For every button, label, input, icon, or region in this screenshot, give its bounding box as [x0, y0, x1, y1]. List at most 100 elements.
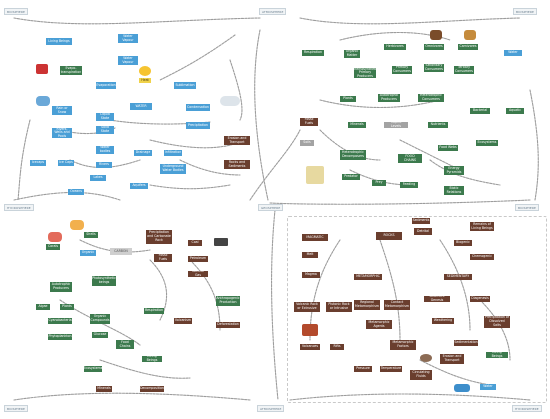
node-trophic-levels: Trophic Levels [384, 122, 408, 128]
node-infiltration: Infiltration [164, 150, 182, 156]
node-liquid-state: Liquid State [96, 113, 114, 121]
node-metamorphic: METAMORPHIC [354, 274, 382, 280]
node-organic-compounds: Organic Compounds [90, 314, 110, 324]
node-sedimentary: SEDIMENTARY [444, 274, 472, 280]
corner-label-biosphere-tr: BIOSPHERE [513, 8, 538, 16]
node-rain-snow: Rain or Snow [52, 106, 72, 115]
node-phytoplankton: Phytoplankton [48, 334, 72, 340]
node-contact-metamorphism: Contact Metamorphism [384, 300, 410, 310]
node-biotic-relations: Biotic Relations [444, 186, 464, 195]
node-food-chains: FOOD CHAINS [398, 154, 422, 163]
node-volcanoes: Volcanoes [300, 344, 320, 350]
rain-cloud-icon [36, 96, 50, 106]
node-heterotrophic: Heterotrophic Consumers [418, 94, 444, 102]
node-rivers-wells-pools: Rivers, Wells and Pools [52, 128, 72, 138]
coral-icon [48, 232, 62, 242]
node-evaporation: Evaporation [96, 82, 116, 89]
node-living-beings-br: Living Beings [486, 352, 508, 358]
node-tertiary-consumers: Tertiary Consumers [454, 66, 474, 74]
node-food-webs: Food Webs [438, 145, 458, 151]
node-rocks-sediments: Rocks and Sediments [224, 160, 250, 169]
cloud-icon [220, 96, 240, 106]
node-water-vapour-top: Water Vapour [118, 34, 138, 43]
sun-icon [139, 66, 151, 76]
lion-icon [464, 30, 476, 40]
node-herbivores: Herbivores [384, 44, 406, 50]
node-precipitation-salts: Precipitation of Dissolved Salts [484, 316, 510, 328]
wave-icon [454, 384, 470, 392]
bear-icon [430, 30, 442, 40]
corner-label-geosphere: GEOSPHERE [258, 204, 284, 212]
node-ice-caps: Ice Caps [58, 160, 74, 166]
rock-cycle-frame [287, 216, 547, 403]
node-plants: Plants [340, 96, 356, 102]
node-plants-bl: Plants [60, 304, 74, 310]
coal-cart-icon [214, 238, 228, 246]
node-omnivores: Omnivores [424, 44, 444, 50]
node-secondary-consumers: Secondary Consumers [424, 64, 444, 72]
node-water: WATER [130, 103, 152, 110]
node-minerals-bl: Minerals [96, 386, 112, 392]
node-bacterial: Bacterial [470, 108, 490, 114]
node-plutonic-rock: Plutonic Rock or Intrusive [326, 302, 352, 312]
corner-label-biosphere-bl: BIOSPHERE [4, 405, 29, 413]
node-volcanism: Volcanism [174, 318, 192, 324]
node-heterotrophic-decomposers: Heterotrophic Decomposers [340, 150, 366, 160]
node-rifts: Rifts [330, 344, 344, 350]
node-pressure: Pressure [354, 366, 372, 372]
node-underground-water: Underground Water Bodies [160, 164, 186, 174]
node-oceans: Oceans [68, 189, 84, 195]
node-detrital: Detrital [414, 228, 432, 235]
volcano-icon [302, 324, 318, 336]
node-magma: Magma [302, 272, 320, 278]
node-respiration: Respiration [302, 50, 324, 56]
node-natural-gas: Natural Gas [188, 271, 208, 277]
node-feeding: Feeding [400, 182, 418, 188]
node-organic-matter: Organic Matter [344, 50, 360, 58]
node-ecosystems-tr: Ecosystems [476, 140, 498, 146]
node-prey: Prey [372, 180, 386, 186]
node-sedimentation: Sedimentation [454, 340, 478, 346]
node-deforestation: Deforestation [216, 322, 240, 328]
node-biogenic: Biogenic [454, 240, 472, 246]
node-nutrients: Nutrients [428, 122, 448, 128]
node-evapotranspiration: Evapo-transpiration [60, 66, 82, 75]
node-erosion-transport: Erosion and Transport [224, 136, 250, 145]
node-metamorphic-agents: Metamorphic Agents [366, 320, 392, 329]
node-rivers: Rivers [96, 162, 112, 168]
node-sediment-genesis: Sediment Genesis [424, 296, 450, 302]
node-water-bodies: Water bodies [96, 146, 114, 154]
node-water-vapour-mid: Water Vapour [118, 56, 138, 65]
node-precipitation: Precipitation [186, 122, 210, 129]
node-living-beings: Living Beings [46, 38, 72, 45]
node-glucose: Glucose [92, 332, 108, 338]
factory-icon [36, 64, 48, 74]
node-metamorphic-factors: Metamorphic Factors [390, 340, 416, 350]
node-decomposition: Decomposition [140, 386, 164, 392]
corner-label-hydrosphere-br: HYDROSPHERE [512, 405, 542, 413]
node-predator: Predator [342, 174, 360, 180]
node-primary-consumers: Primary Consumers [392, 66, 412, 74]
node-coal: Coal [188, 240, 202, 246]
node-water-tr: Water [504, 50, 522, 56]
node-ecosystems-bl: Ecosystems [84, 366, 102, 372]
node-fossil-fuels-tr: Fossil Fuels [300, 118, 318, 126]
node-condensation: Condensation [186, 104, 210, 111]
corner-label-hydrosphere: HYDROSPHERE [4, 204, 34, 212]
node-regional-metamorphism: Regional Metamorphism [354, 300, 380, 310]
node-diagenesis: Diagenesis [470, 296, 490, 302]
node-living-beings-bl: Living Beings [142, 356, 162, 362]
node-cyanobacteria: Cyanobacteria [48, 318, 72, 324]
node-minerals-tr: Minerals [348, 122, 366, 128]
node-melt: Melt [302, 252, 318, 258]
node-magmatic: MAGMATIC [302, 234, 328, 241]
node-carbon: CARBON [110, 248, 132, 255]
node-drainage: Drainage [134, 150, 152, 156]
node-autotrophic: Autotrophic Producers [378, 94, 400, 102]
node-autotrophic-bl: Autotrophic Producers [50, 282, 72, 292]
node-erosion-transport-br: Erosion and Transport [440, 354, 464, 364]
node-anthropogenic: Anthropogenic Production [216, 296, 240, 306]
node-remains: Remains of Living Beings [470, 222, 494, 231]
node-weathering: Weathering [432, 318, 454, 324]
